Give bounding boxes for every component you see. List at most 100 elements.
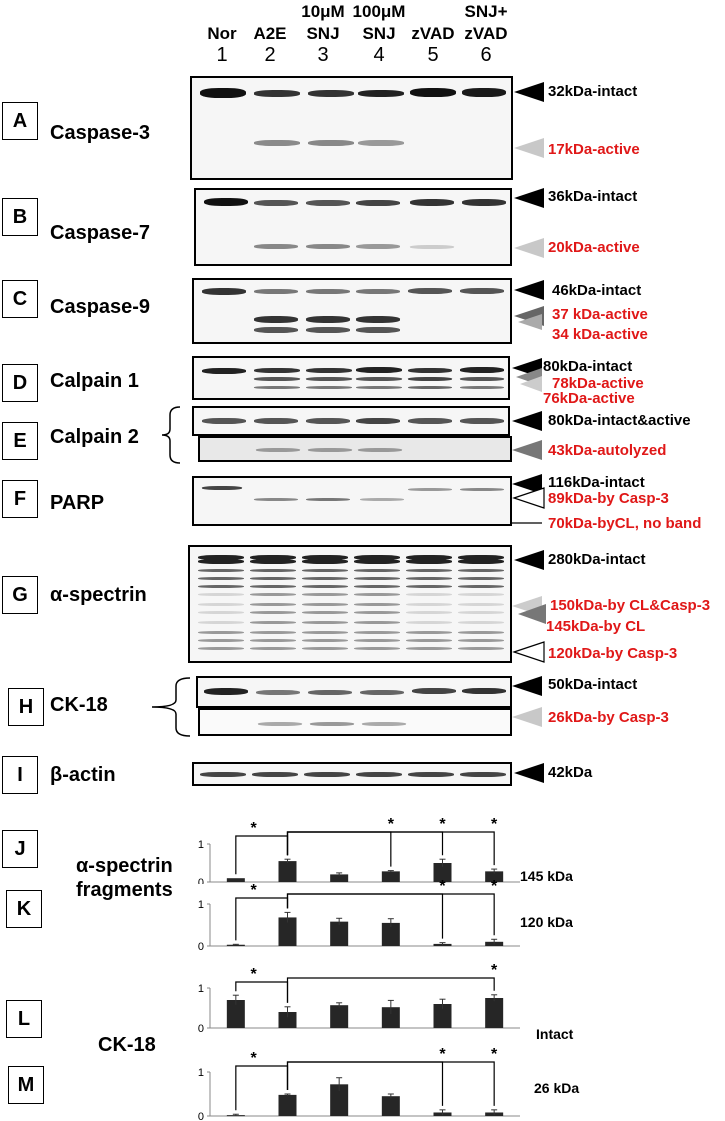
spectrin-band — [406, 577, 452, 580]
brace-h-icon — [151, 677, 191, 737]
spectrin-band — [354, 577, 400, 580]
significance-bracket — [286, 831, 444, 856]
group-spectrin-label: α-spectrin fragments — [76, 854, 173, 902]
spectrin-band — [302, 555, 348, 560]
spectrin-band — [354, 639, 400, 642]
panel-b-protein: Caspase-7 — [50, 222, 151, 244]
arrow-50kda-icon — [512, 676, 542, 696]
spectrin-band — [302, 621, 348, 624]
significance-bracket — [286, 831, 392, 867]
spectrin-band — [302, 569, 348, 572]
significance-bracket — [286, 893, 444, 939]
panel-d-letter: D — [2, 364, 38, 402]
spectrin-band — [458, 593, 504, 596]
significance-star: * — [491, 962, 498, 979]
panel-i-protein: β-actin — [50, 764, 116, 786]
blot-caspase-9 — [192, 278, 512, 344]
panel-e-letter: E — [2, 422, 38, 460]
significance-star: * — [491, 880, 498, 895]
spectrin-band — [406, 631, 452, 634]
bar-1 — [226, 944, 245, 946]
arrow-32kda-icon — [514, 82, 544, 102]
significance-star: * — [251, 820, 258, 837]
bar-5 — [433, 863, 452, 882]
series-label-l: Intact — [536, 1026, 574, 1042]
spectrin-band — [198, 603, 244, 606]
spectrin-band — [406, 621, 452, 624]
series-label-m: 26 kDa — [534, 1080, 580, 1096]
label-37kda-active: 37 kDa-active — [552, 306, 648, 323]
arrow-280kda-icon — [514, 550, 544, 570]
significance-star: * — [439, 816, 446, 833]
blot-ck18-upper — [196, 676, 512, 708]
spectrin-band — [302, 611, 348, 614]
spectrin-band — [406, 555, 452, 560]
spectrin-band — [458, 603, 504, 606]
spectrin-band — [198, 559, 244, 564]
bar-2 — [278, 1094, 297, 1116]
label-43kda-autolyzed: 43kDa-autolyzed — [548, 442, 667, 459]
arrow-76kda-icon — [520, 376, 542, 392]
spectrin-band — [250, 621, 296, 624]
y-tick-label: 0 — [198, 877, 204, 884]
spectrin-band — [354, 647, 400, 650]
spectrin-band — [354, 569, 400, 572]
blot-calpain-1 — [192, 356, 510, 400]
spectrin-band — [198, 577, 244, 580]
spectrin-band — [250, 603, 296, 606]
spectrin-band — [250, 631, 296, 634]
label-150kda-by-cl-casp3: 150kDa-by CL&Casp-3 — [550, 597, 711, 614]
significance-star: * — [251, 882, 258, 899]
blot-caspase-3 — [190, 76, 513, 180]
y-tick-label: 1 — [198, 1067, 204, 1079]
bar-4 — [381, 1007, 400, 1028]
lane-3-number: 3 — [317, 44, 329, 66]
spectrin-band — [406, 647, 452, 650]
label-89kda-by-casp3: 89kDa-by Casp-3 — [548, 490, 669, 507]
spectrin-band — [198, 621, 244, 624]
arrow-46kda-icon — [514, 280, 544, 300]
label-70kda-no-band: 70kDa-byCL, no band — [548, 515, 702, 532]
spectrin-band — [250, 585, 296, 588]
lane-4-number: 4 — [373, 44, 385, 66]
significance-star: * — [388, 816, 395, 833]
spectrin-band — [406, 585, 452, 588]
lane-5-label: zVAD — [411, 24, 455, 43]
panel-d-protein: Calpain 1 — [50, 370, 139, 392]
spectrin-band — [198, 593, 244, 596]
blot-ck18-lower — [198, 708, 512, 736]
panel-i-letter: I — [2, 756, 38, 794]
blot-parp — [192, 476, 512, 526]
label-145kda-by-cl: 145kDa-by CL — [546, 618, 646, 635]
spectrin-band — [406, 593, 452, 596]
bar-4 — [381, 922, 400, 946]
panel-f-protein: PARP — [50, 492, 105, 514]
spectrin-band — [302, 631, 348, 634]
arrow-34kda-icon — [518, 314, 542, 330]
label-116kda-intact: 116kDa-intact — [548, 474, 645, 491]
panel-k-letter: K — [6, 890, 42, 928]
spectrin-band — [354, 555, 400, 560]
arrow-36kda-icon — [514, 188, 544, 208]
arrow-89kda-icon — [512, 487, 545, 509]
panel-g-letter: G — [2, 576, 38, 614]
label-46kda-intact: 46kDa-intact — [552, 282, 642, 299]
arrow-120kda-icon — [512, 641, 545, 663]
y-tick-label: 0 — [198, 941, 204, 950]
label-280kda-intact: 280kDa-intact — [548, 551, 646, 568]
significance-bracket — [235, 981, 289, 1003]
bar-3 — [330, 874, 349, 882]
blot-alpha-spectrin — [188, 545, 512, 663]
spectrin-band — [354, 631, 400, 634]
spectrin-band — [198, 647, 244, 650]
label-42kda: 42kDa — [548, 764, 593, 781]
label-76kda-active: 76kDa-active — [543, 390, 635, 407]
spectrin-band — [302, 577, 348, 580]
spectrin-band — [458, 577, 504, 580]
significance-star: * — [491, 1046, 498, 1063]
label-17kda-active: 17kDa-active — [548, 141, 640, 158]
spectrin-band — [406, 611, 452, 614]
spectrin-band — [354, 603, 400, 606]
spectrin-band — [302, 585, 348, 588]
lane-6-treatment: SNJ+ — [464, 2, 508, 21]
